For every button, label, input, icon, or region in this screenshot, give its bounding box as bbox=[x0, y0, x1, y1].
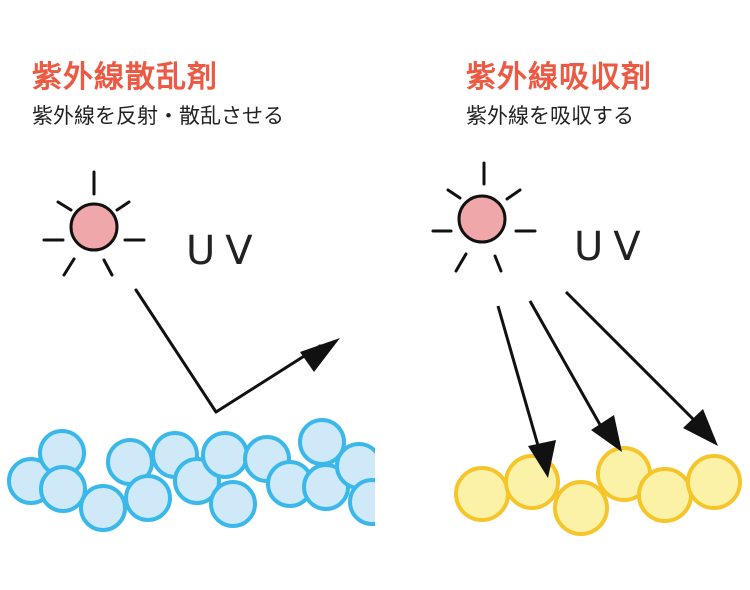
scattering-agent-subtitle: 紫外線を反射・散乱させる bbox=[32, 104, 284, 128]
sun-icon bbox=[42, 170, 146, 277]
particle bbox=[124, 474, 172, 522]
scattering-diagram bbox=[7, 170, 375, 532]
absorbing-agent-subtitle: 紫外線を吸収する bbox=[466, 104, 634, 128]
particle bbox=[553, 480, 609, 536]
scattering-agent-panel: 紫外線散乱剤 紫外線を反射・散乱させる UV bbox=[7, 60, 375, 532]
absorbing-agent-title: 紫外線吸収剤 bbox=[466, 60, 652, 95]
scattering-particles bbox=[7, 418, 375, 532]
particle bbox=[39, 465, 87, 513]
uv-label: UV bbox=[574, 224, 651, 270]
uv-label: UV bbox=[186, 228, 263, 274]
absorbed-arrows bbox=[496, 290, 718, 478]
reflected-arrow bbox=[134, 288, 340, 414]
particle bbox=[637, 467, 693, 523]
absorbing-agent-panel: 紫外線吸収剤 紫外線を吸収する UV bbox=[375, 0, 750, 590]
particle bbox=[348, 478, 375, 526]
particle bbox=[201, 431, 249, 479]
particle bbox=[454, 466, 510, 522]
particle bbox=[79, 484, 127, 532]
scattering-agent-title: 紫外線散乱剤 bbox=[32, 60, 218, 95]
particle bbox=[209, 480, 257, 528]
absorbing-particles bbox=[454, 446, 742, 536]
sun-icon bbox=[431, 161, 537, 273]
particle bbox=[686, 454, 742, 510]
absorbing-diagram bbox=[431, 161, 742, 536]
